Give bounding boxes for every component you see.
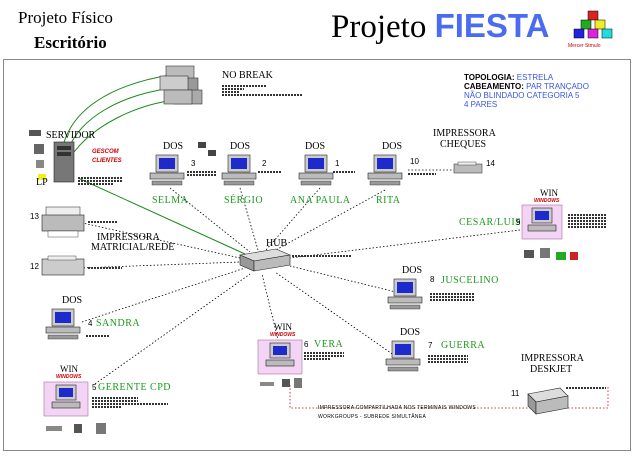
station-label-juscelino: JUSCELINO bbox=[441, 275, 499, 286]
pc-icon-rita bbox=[367, 154, 403, 186]
deskjet-printer-icon bbox=[527, 387, 569, 415]
page-subtitle-1: Projeto Físico bbox=[18, 8, 113, 27]
station-label-rita: RITA bbox=[376, 195, 401, 206]
clientes-label: CLIENTES bbox=[92, 158, 122, 164]
dos-label-4: DOS bbox=[62, 295, 83, 306]
station-label-selma: SELMA bbox=[152, 195, 189, 206]
matrix-printer-specs bbox=[88, 220, 118, 224]
peripherals-icon-cesar bbox=[524, 248, 578, 260]
station-number-4: 4 bbox=[88, 319, 93, 328]
win-label-cesar: WIN bbox=[540, 188, 558, 198]
guerra-specs bbox=[428, 354, 468, 364]
printer-icon-12 bbox=[41, 255, 85, 276]
gescom-label: GESCOM bbox=[92, 149, 119, 155]
dos-label-8: DOS bbox=[402, 265, 423, 276]
peripherals-icon-gerente bbox=[46, 423, 106, 434]
deskjet-specs bbox=[566, 386, 606, 390]
impressora-cheques-label-2: CHEQUES bbox=[440, 139, 487, 150]
station-specs-3 bbox=[187, 170, 217, 177]
juscelino-specs bbox=[430, 292, 474, 302]
station-label-ana-paula: ANA PAULA bbox=[290, 195, 351, 206]
hub-label: HUB bbox=[266, 238, 288, 249]
lp-label: LP bbox=[36, 177, 48, 188]
footnote-line-2: WORKGROUPS - SUBREDE SIMULTÂNEA bbox=[318, 414, 427, 420]
peripherals-icon bbox=[198, 142, 216, 156]
station-specs-1 bbox=[333, 170, 355, 174]
station-number-6: 6 bbox=[304, 340, 309, 349]
station-number-12: 12 bbox=[30, 262, 39, 271]
station-specs-2 bbox=[258, 170, 282, 174]
diagram-frame bbox=[3, 59, 631, 451]
pc-icon-gerente-cpd bbox=[43, 381, 89, 417]
nobreak-label: NO BREAK bbox=[222, 70, 273, 81]
hub-icon bbox=[238, 248, 292, 272]
station-number-13: 13 bbox=[30, 212, 39, 221]
nobreak-icon bbox=[159, 65, 203, 105]
station-number-5: 5 bbox=[92, 383, 97, 392]
pc-icon-sergio bbox=[221, 154, 257, 186]
station-number-2: 2 bbox=[262, 159, 267, 168]
printer-12-specs bbox=[88, 266, 122, 270]
keyboard-icon bbox=[29, 130, 41, 136]
cheque-printer-icon bbox=[453, 161, 483, 174]
impressora-deskjet-label-2: DESKJET bbox=[530, 364, 573, 375]
dos-label-1: DOS bbox=[305, 141, 326, 152]
windows-label-vera: WINDOWS bbox=[270, 332, 296, 338]
dos-label-10: DOS bbox=[382, 141, 403, 152]
pc-icon-cesar-luis bbox=[521, 204, 563, 240]
pc-icon-sandra bbox=[45, 308, 81, 340]
nobreak-specs bbox=[222, 84, 302, 97]
station-number-11: 11 bbox=[511, 389, 520, 398]
impressora-deskjet-label-1: IMPRESSORA bbox=[521, 353, 584, 364]
station-label-guerra: GUERRA bbox=[441, 340, 486, 351]
station-label-sergio: SÉRGIO bbox=[224, 195, 264, 206]
station-label-vera: VERA bbox=[314, 339, 344, 350]
windows-label-cesar: WINDOWS bbox=[534, 198, 560, 204]
win-label-vera: WIN bbox=[274, 322, 292, 332]
dos-label-2: DOS bbox=[230, 141, 251, 152]
station-label-gerente-cpd: GERENTE CPD bbox=[98, 382, 171, 393]
dos-label-7: DOS bbox=[400, 327, 421, 338]
matrix-printer-icon bbox=[41, 206, 85, 238]
page-title: Projeto FIESTA bbox=[331, 7, 550, 45]
impressora-cheques-label-1: IMPRESSORA bbox=[433, 128, 496, 139]
cesar-specs bbox=[568, 213, 606, 229]
pc-icon-vera bbox=[257, 339, 303, 375]
station-specs-10 bbox=[408, 172, 436, 176]
footnote-line-1: IMPRESSORA COMPARTILHADA NOS TERMINAIS W… bbox=[318, 405, 476, 411]
page-subtitle-2: Escritório bbox=[34, 33, 107, 52]
topology-info: TOPOLOGIA: ESTRELA CABEAMENTO: PAR TRANÇ… bbox=[464, 73, 589, 109]
station-number-7: 7 bbox=[428, 341, 433, 350]
pc-icon-selma bbox=[149, 154, 185, 186]
impressora-matricial-label-2: MATRICIAL/REDE bbox=[91, 242, 175, 253]
pc-icon-guerra bbox=[385, 340, 421, 372]
station-number-8: 8 bbox=[430, 275, 435, 284]
server-icon bbox=[34, 141, 75, 183]
title-accent: FIESTA bbox=[434, 7, 550, 44]
logo-caption: Mercer Stmulo bbox=[568, 43, 601, 49]
station-number-3: 3 bbox=[191, 159, 196, 168]
impressora-matricial-label-1: IMPRESSORA bbox=[97, 232, 160, 243]
gerente-specs bbox=[92, 396, 168, 409]
pc-icon-ana-paula bbox=[298, 154, 334, 186]
vera-specs bbox=[304, 351, 344, 361]
peripherals-icon-vera bbox=[260, 378, 302, 388]
server-specs bbox=[78, 176, 122, 186]
station-number-10: 10 bbox=[410, 157, 419, 166]
station-label-sandra: SANDRA bbox=[96, 318, 141, 329]
station-number-14: 14 bbox=[486, 159, 495, 168]
win-label-gerente: WIN bbox=[60, 364, 78, 374]
station-label-cesar-luis: CESAR/LUIS bbox=[459, 217, 522, 228]
pc-icon-juscelino bbox=[387, 278, 423, 310]
station-number-1: 1 bbox=[335, 159, 340, 168]
station-number-9: 9 bbox=[516, 218, 521, 227]
fiesta-logo-icon bbox=[573, 10, 613, 39]
hub-specs bbox=[292, 254, 352, 258]
servidor-label: SERVIDOR bbox=[46, 130, 96, 141]
dos-label-3: DOS bbox=[163, 141, 184, 152]
sandra-specs bbox=[86, 334, 110, 338]
windows-label-gerente: WINDOWS bbox=[56, 374, 82, 380]
